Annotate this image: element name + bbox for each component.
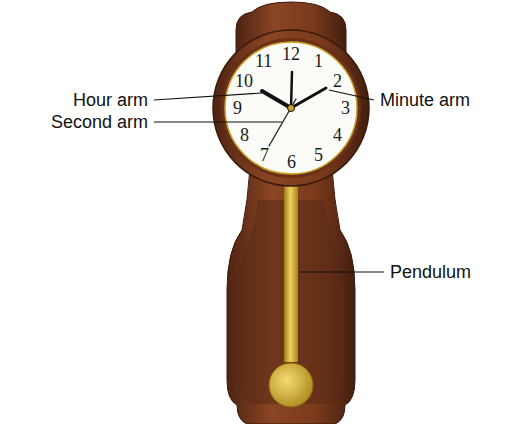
face-ring bbox=[213, 30, 369, 186]
clock-numeral: 6 bbox=[287, 153, 296, 171]
hand-hub bbox=[288, 105, 295, 112]
minute-hand bbox=[291, 88, 326, 108]
case-body bbox=[227, 168, 355, 424]
clock-numeral: 5 bbox=[314, 146, 323, 164]
clock-numeral: 2 bbox=[333, 72, 342, 90]
clock-numeral: 8 bbox=[240, 126, 249, 144]
clock-numeral: 4 bbox=[333, 126, 342, 144]
clock-numeral: 10 bbox=[235, 72, 253, 90]
part-label: Minute arm bbox=[380, 91, 470, 109]
clock-numeral: 11 bbox=[255, 52, 272, 70]
leader-line bbox=[300, 271, 384, 272]
leader-line bbox=[154, 93, 262, 100]
part-label: Hour arm bbox=[73, 91, 148, 109]
part-label: Second arm bbox=[51, 113, 148, 131]
part-label: Pendulum bbox=[390, 263, 471, 281]
face-ring-inner bbox=[221, 38, 361, 178]
hour-hand bbox=[262, 91, 291, 108]
clock-numeral: 3 bbox=[341, 99, 350, 117]
short-hand bbox=[291, 72, 292, 108]
clock-numeral: 12 bbox=[282, 45, 300, 63]
clock-numeral: 7 bbox=[260, 146, 269, 164]
clock-face bbox=[225, 42, 357, 174]
clock-numeral: 1 bbox=[314, 52, 323, 70]
pendulum-bob bbox=[269, 363, 313, 407]
clock-numeral: 9 bbox=[233, 99, 242, 117]
leader-line bbox=[329, 90, 374, 100]
pendulum-rod bbox=[284, 172, 298, 362]
leader-line bbox=[154, 121, 282, 122]
